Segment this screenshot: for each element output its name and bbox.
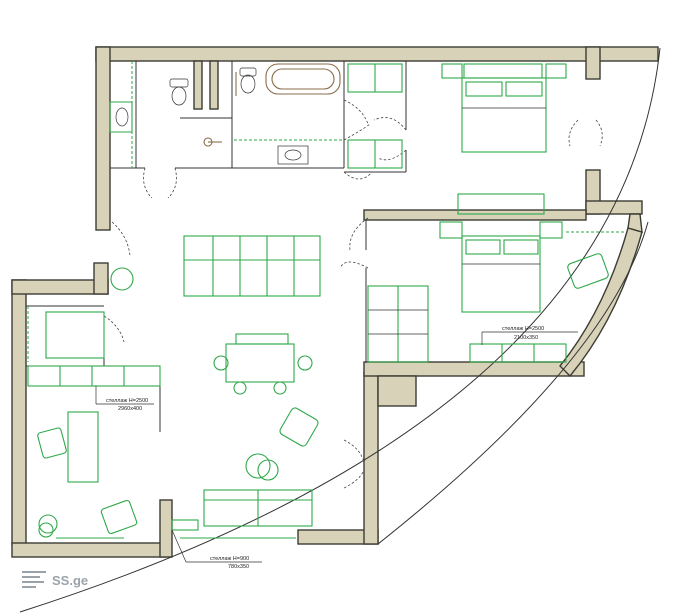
- ssge-logo: SS.ge: [22, 571, 88, 588]
- label-shelf-living-title: стеллаж H=900: [210, 556, 249, 562]
- label-shelf-office-title: стеллаж H=2500: [106, 398, 148, 404]
- label-shelf-living-size: 780x350: [228, 564, 249, 570]
- bedroom-1: [441, 63, 567, 153]
- double-bed: [461, 77, 547, 153]
- bedroom-shelf: [469, 343, 567, 363]
- living-area: [110, 235, 321, 539]
- label-shelf-bedroom-title: стеллаж H=2500: [502, 326, 544, 332]
- partitions: [26, 60, 407, 432]
- logo-bar-icon: [22, 571, 46, 573]
- desk: [67, 411, 99, 483]
- label-shelf-office-size: 2960x400: [118, 406, 142, 412]
- logo-text: SS.ge: [52, 573, 88, 588]
- outer-contour: [19, 47, 661, 613]
- doors: [103, 99, 603, 489]
- label-shelf-bedroom-size: 2100x350: [514, 335, 538, 341]
- office-shelf: [27, 365, 161, 387]
- bathroom-fixtures: [109, 61, 403, 169]
- dining-table: [225, 343, 295, 383]
- annotations: стеллаж H=2500 2100x350 стеллаж H=2500 2…: [95, 326, 578, 570]
- sectional-sofa: [183, 235, 321, 297]
- office-room: [27, 306, 161, 539]
- bedroom-2: [367, 193, 624, 363]
- outer-contour-2: [377, 221, 649, 545]
- double-bed-2: [461, 235, 541, 313]
- walls: [11, 46, 659, 558]
